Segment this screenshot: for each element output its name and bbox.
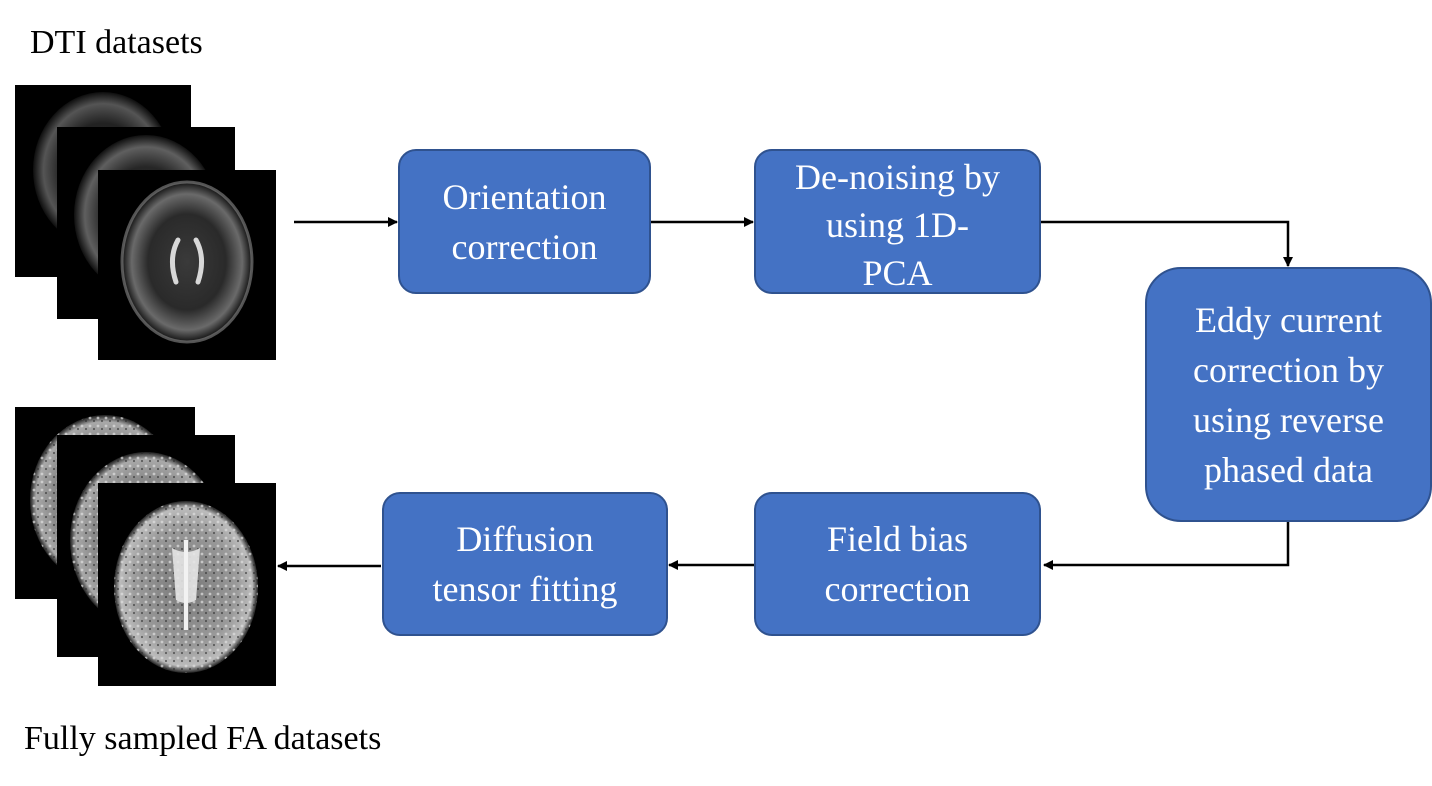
- field-bias-correction-box: Field bias correction: [754, 492, 1041, 636]
- fieldbias-line-2: correction: [824, 569, 971, 609]
- arrow-eddy-to-fieldbias: [1043, 522, 1290, 570]
- orientation-correction-box: Orientation correction: [398, 149, 651, 294]
- output-caption: Fully sampled FA datasets: [24, 720, 382, 757]
- dti-slice-3: [98, 170, 276, 360]
- denoising-line-2: using 1D-: [825, 205, 969, 245]
- denoising-line-1: De-noising by: [795, 157, 1000, 197]
- dti-slices: [15, 85, 276, 360]
- diffusion-tensor-fitting-box: Diffusion tensor fitting: [382, 492, 668, 636]
- eddy-line-2: correction by: [1193, 349, 1384, 390]
- eddy-line-4: phased data: [1204, 449, 1373, 490]
- denoising-line-3: PCA: [862, 253, 933, 293]
- fa-slice-3: [98, 483, 276, 686]
- eddy-line-1: Eddy current: [1195, 299, 1382, 340]
- eddy-line-3: using reverse: [1193, 399, 1384, 440]
- input-caption: DTI datasets: [30, 24, 203, 61]
- denoising-box: De-noising by using 1D- PCA: [754, 149, 1041, 294]
- fa-slices: [15, 407, 276, 686]
- arrow-denoising-to-eddy: [1041, 220, 1293, 267]
- fieldbias-line-1: Field bias: [826, 519, 968, 559]
- tensor-line-2: tensor fitting: [432, 569, 618, 609]
- orientation-line-2: correction: [451, 226, 598, 267]
- eddy-current-correction-box: Eddy current correction by using reverse…: [1145, 267, 1432, 522]
- orientation-line-1: Orientation: [442, 176, 607, 217]
- tensor-line-1: Diffusion: [456, 519, 594, 559]
